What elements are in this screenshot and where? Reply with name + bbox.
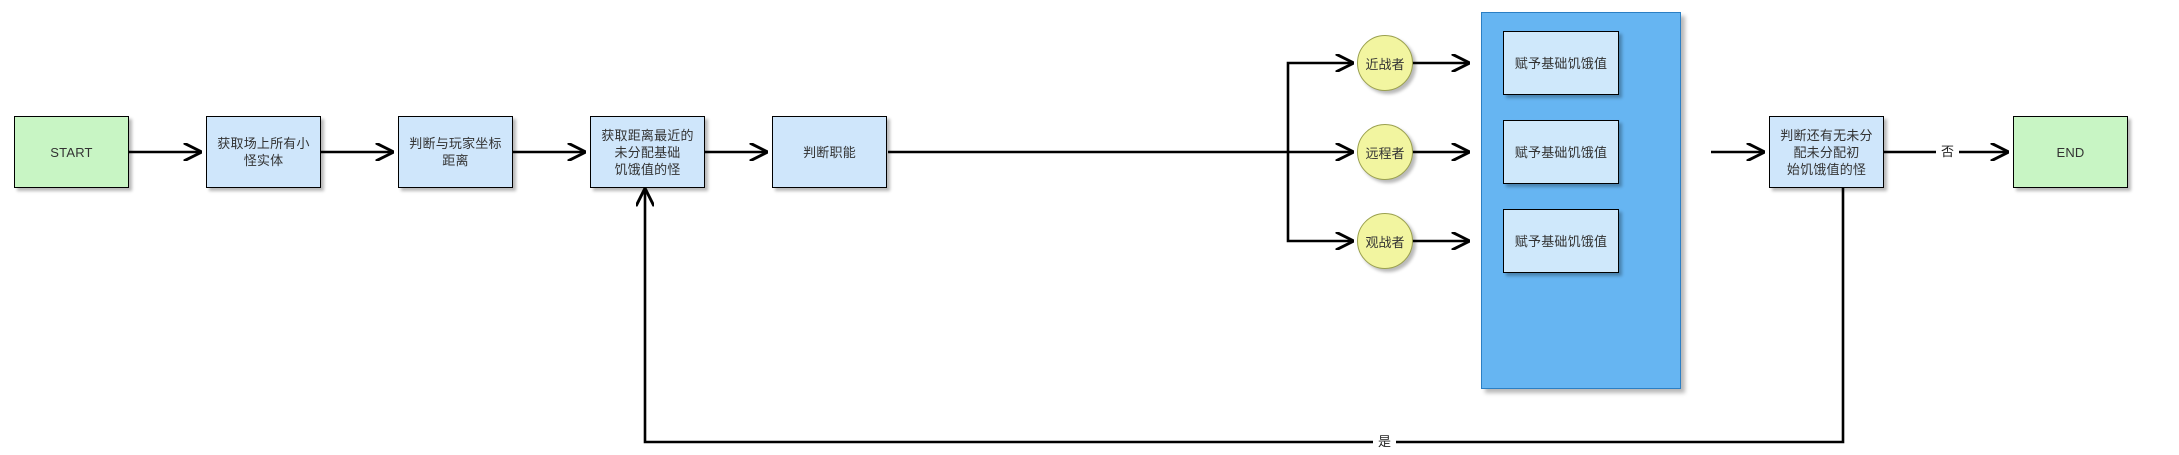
node-assign-hunger-spectator[interactable]: 赋予基础饥饿值 xyxy=(1503,209,1619,273)
node-get-entities[interactable]: 获取场上所有小怪实体 xyxy=(206,116,321,188)
edge-judge-role-to-branch-melee xyxy=(888,63,1352,154)
node-assign-hunger-melee[interactable]: 赋予基础饥饿值 xyxy=(1503,31,1619,95)
node-judge-distance-label: 判断与玩家坐标距离 xyxy=(409,136,502,168)
node-role-ranged[interactable]: 远程者 xyxy=(1357,124,1413,180)
node-end-label: END xyxy=(2056,144,2085,160)
node-judge-role[interactable]: 判断职能 xyxy=(772,116,887,188)
node-get-entities-label: 获取场上所有小怪实体 xyxy=(217,136,310,168)
node-assign-hunger-spectator-label: 赋予基础饥饿值 xyxy=(1514,233,1608,249)
node-get-nearest-unassigned[interactable]: 获取距离最近的未分配基础 饥饿值的怪 xyxy=(590,116,705,188)
node-check-remaining-label: 判断还有无未分配未分配初 始饥饿值的怪 xyxy=(1780,127,1873,177)
node-role-ranged-label: 远程者 xyxy=(1365,145,1405,161)
node-end[interactable]: END xyxy=(2013,116,2128,188)
node-assign-hunger-ranged[interactable]: 赋予基础饥饿值 xyxy=(1503,120,1619,184)
node-start-label: START xyxy=(50,144,93,160)
node-assign-hunger-melee-label: 赋予基础饥饿值 xyxy=(1514,55,1608,71)
node-check-remaining[interactable]: 判断还有无未分配未分配初 始饥饿值的怪 xyxy=(1769,116,1884,188)
node-role-spectator[interactable]: 观战者 xyxy=(1357,213,1413,269)
node-assign-hunger-ranged-label: 赋予基础饥饿值 xyxy=(1514,144,1608,160)
node-get-nearest-unassigned-label: 获取距离最近的未分配基础 饥饿值的怪 xyxy=(601,127,694,177)
node-role-spectator-label: 观战者 xyxy=(1365,234,1405,250)
edge-label-yes: 是 xyxy=(1373,434,1397,449)
node-role-melee[interactable]: 近战者 xyxy=(1357,35,1413,91)
node-judge-distance[interactable]: 判断与玩家坐标距离 xyxy=(398,116,513,188)
edge-judge-role-to-branch-spectator xyxy=(1286,152,1352,241)
node-start[interactable]: START xyxy=(14,116,129,188)
edge-label-no: 否 xyxy=(1936,144,1960,159)
node-judge-role-label: 判断职能 xyxy=(803,144,856,160)
node-role-melee-label: 近战者 xyxy=(1365,56,1405,72)
